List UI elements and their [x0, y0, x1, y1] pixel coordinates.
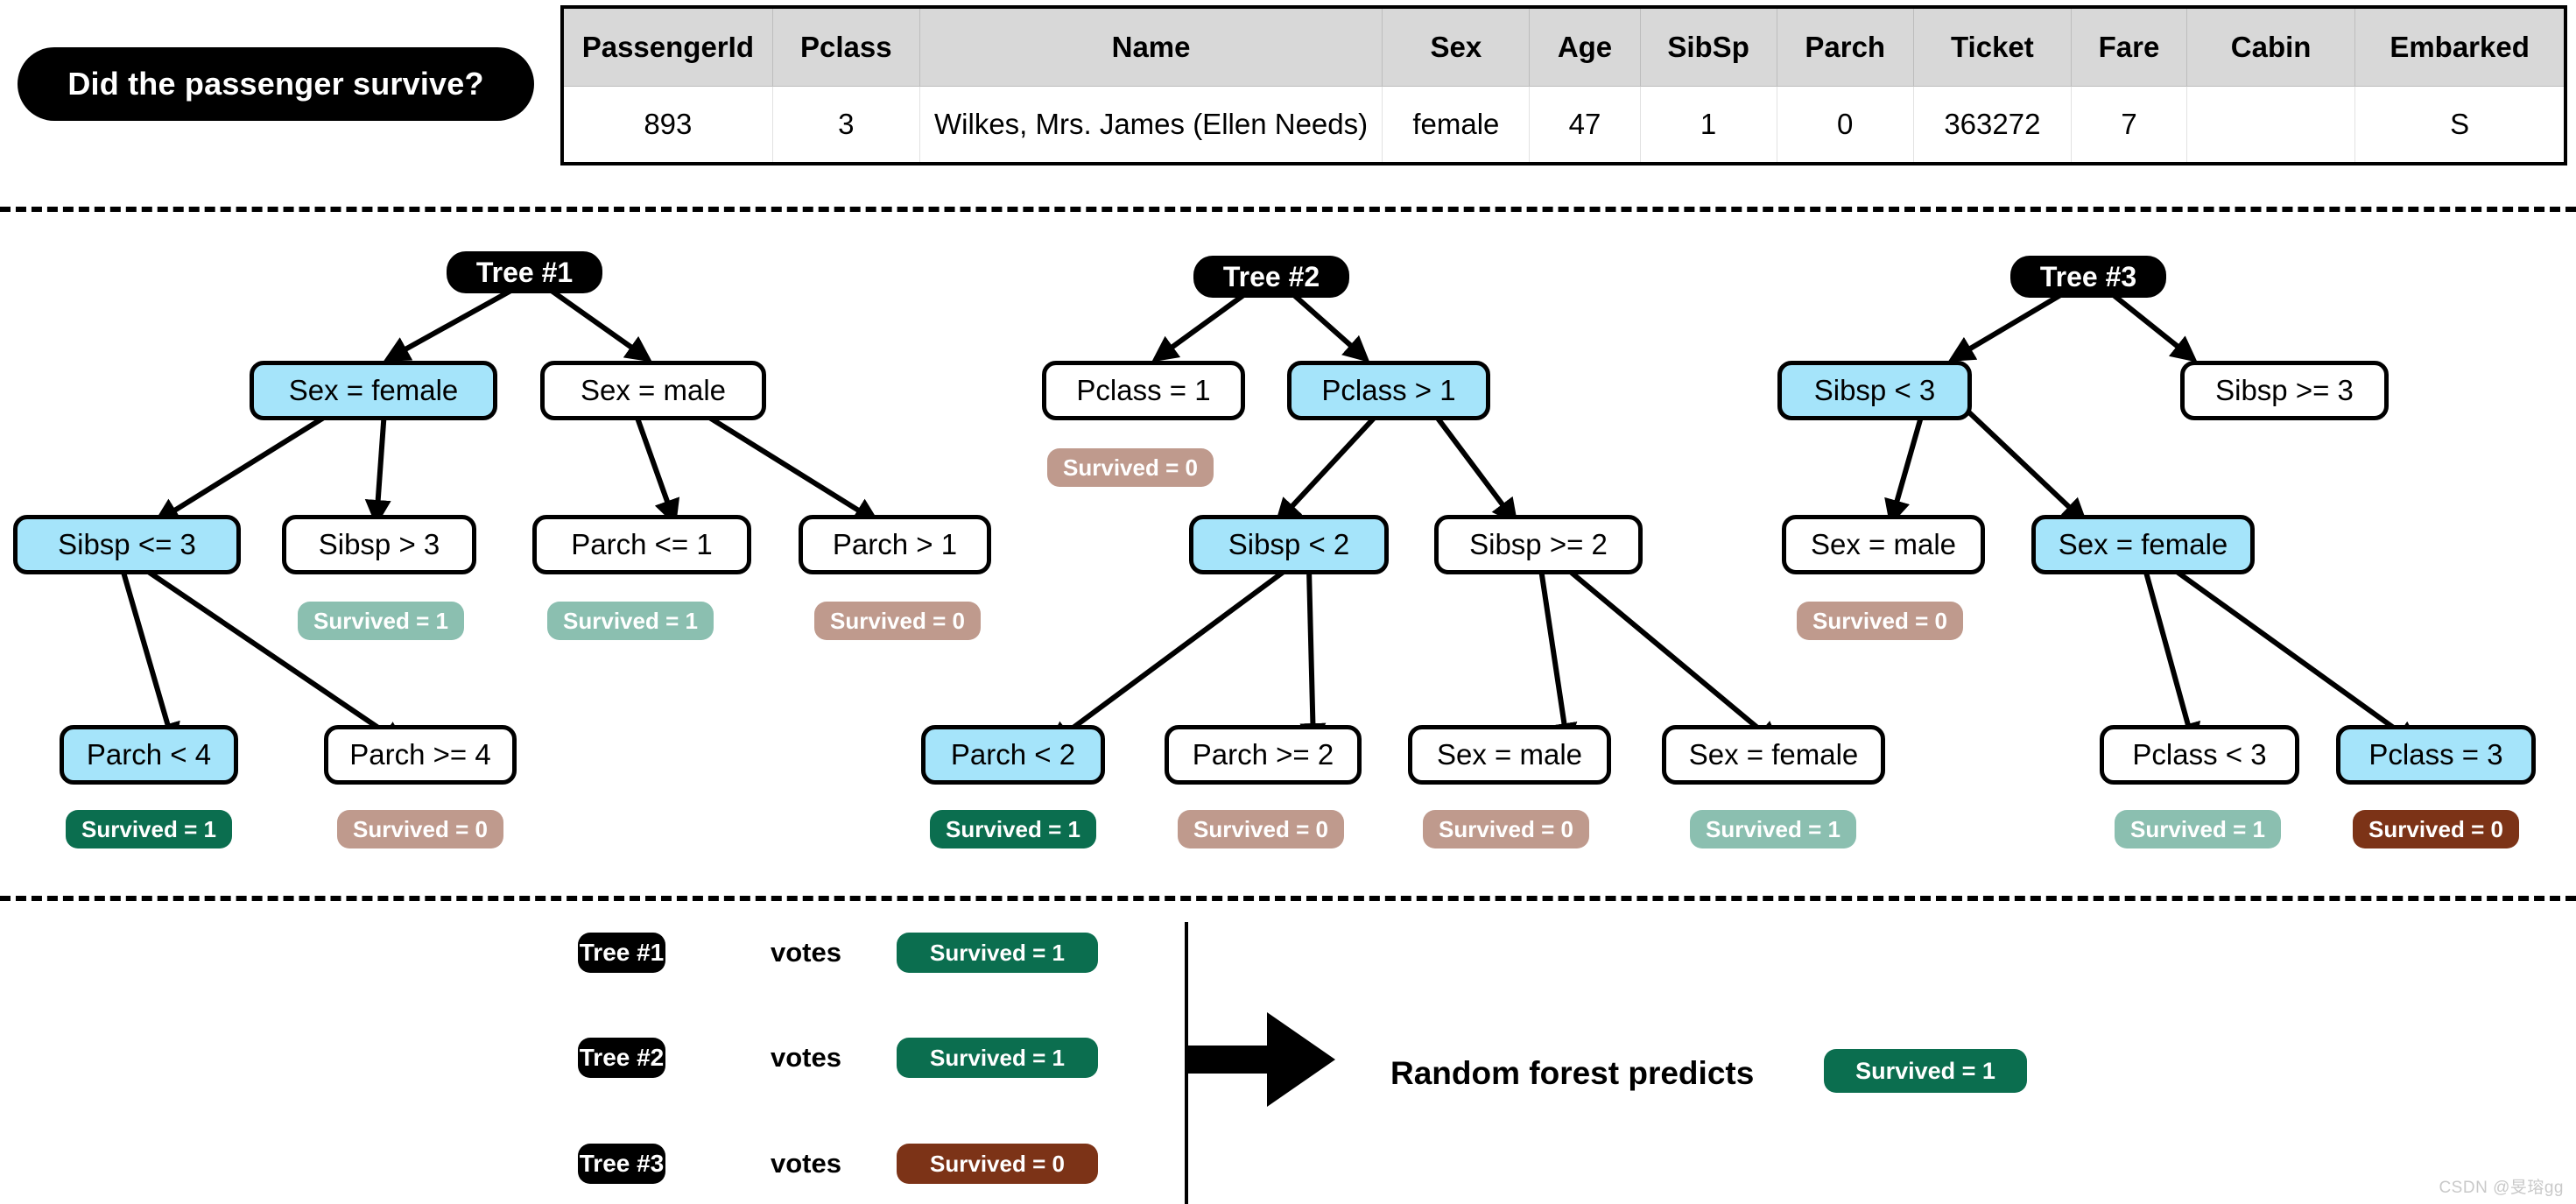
- tree1-leaf-parch-gte-4: Survived = 0: [337, 810, 503, 848]
- column-header-parch: Parch: [1776, 6, 1914, 87]
- tree2-node-pclass-eq-1[interactable]: Pclass = 1: [1042, 361, 1245, 420]
- tree2-node-sibsp-lt-2[interactable]: Sibsp < 2: [1189, 515, 1389, 574]
- column-header-name: Name: [918, 6, 1383, 87]
- tree3-node-sibsp-gte-3[interactable]: Sibsp >= 3: [2180, 361, 2389, 420]
- cell-pclass: 3: [771, 86, 920, 165]
- vote-row-3-word: votes: [771, 1148, 841, 1179]
- vote-row-3-result: Survived = 0: [897, 1144, 1098, 1184]
- column-header-passengerid: PassengerId: [561, 6, 773, 87]
- tree2-node-parch-lt-2[interactable]: Parch < 2: [921, 725, 1105, 785]
- tree2-node-sex-female[interactable]: Sex = female: [1662, 725, 1885, 785]
- vote-row-1-tree-pill: Tree #1: [578, 933, 665, 973]
- right-arrow-icon: [1185, 1012, 1335, 1107]
- column-header-pclass: Pclass: [771, 6, 920, 87]
- tree3-node-sibsp-lt-3[interactable]: Sibsp < 3: [1777, 361, 1972, 420]
- tree1-leaf-parch-lte-1: Survived = 1: [547, 602, 714, 640]
- column-header-cabin: Cabin: [2186, 6, 2356, 87]
- tree3-leaf-pclass-lt-3: Survived = 1: [2115, 810, 2281, 848]
- tree1-leaf-parch-gt-1: Survived = 0: [814, 602, 981, 640]
- tree3-node-sex-female[interactable]: Sex = female: [2031, 515, 2255, 574]
- watermark: CSDN @旻瑢gg: [2439, 1179, 2564, 1197]
- tree2-leaf-parch-lt-2: Survived = 1: [930, 810, 1096, 848]
- tree3-leaf-sex-male: Survived = 0: [1797, 602, 1963, 640]
- cell-name: Wilkes, Mrs. James (Ellen Needs): [918, 86, 1383, 165]
- table-header-row: PassengerId Pclass Name Sex Age SibSp Pa…: [561, 6, 2566, 87]
- prediction-result-badge: Survived = 1: [1824, 1049, 2027, 1093]
- cell-passengerid: 893: [561, 86, 773, 165]
- table-row: 893 3 Wilkes, Mrs. James (Ellen Needs) f…: [561, 86, 2566, 165]
- tree3-node-pclass-lt-3[interactable]: Pclass < 3: [2100, 725, 2299, 785]
- tree2-node-sex-male[interactable]: Sex = male: [1408, 725, 1611, 785]
- tree1-node-parch-lt-4[interactable]: Parch < 4: [60, 725, 238, 785]
- passenger-table: PassengerId Pclass Name Sex Age SibSp Pa…: [560, 5, 2567, 165]
- column-header-sex: Sex: [1382, 6, 1531, 87]
- tree2-node-parch-gte-2[interactable]: Parch >= 2: [1165, 725, 1362, 785]
- tree1-node-parch-lte-1[interactable]: Parch <= 1: [532, 515, 751, 574]
- tree2-node-pclass-gt-1[interactable]: Pclass > 1: [1287, 361, 1490, 420]
- tree1-leaf-parch-lt-4: Survived = 1: [66, 810, 232, 848]
- divider-bottom: [0, 896, 2576, 901]
- tree2-leaf-sex-male: Survived = 0: [1423, 810, 1589, 848]
- vote-row-2-result: Survived = 1: [897, 1038, 1098, 1078]
- cell-parch: 0: [1776, 86, 1914, 165]
- vote-row-2-tree-pill: Tree #2: [578, 1038, 665, 1078]
- cell-fare: 7: [2070, 86, 2188, 165]
- tree1-node-sibsp-lte-3[interactable]: Sibsp <= 3: [13, 515, 241, 574]
- cell-embarked: S: [2354, 86, 2566, 165]
- cell-cabin: [2186, 86, 2356, 165]
- vote-row-1-word: votes: [771, 937, 841, 968]
- cell-sex: female: [1382, 86, 1531, 165]
- tree1-node-sex-male[interactable]: Sex = male: [540, 361, 766, 420]
- tree1-leaf-sibsp-gt-3: Survived = 1: [298, 602, 464, 640]
- prediction-label: Random forest predicts: [1390, 1055, 1755, 1091]
- tree3-node-pclass-eq-3[interactable]: Pclass = 3: [2336, 725, 2536, 785]
- vote-row-1-result: Survived = 1: [897, 933, 1098, 973]
- question-pill: Did the passenger survive?: [18, 47, 534, 121]
- cell-sibsp: 1: [1639, 86, 1777, 165]
- tree1-node-parch-gte-4[interactable]: Parch >= 4: [324, 725, 517, 785]
- tree1-node-sibsp-gt-3[interactable]: Sibsp > 3: [282, 515, 476, 574]
- tree2-leaf-pclass-eq-1: Survived = 0: [1047, 448, 1214, 487]
- tree2-node-sibsp-gte-2[interactable]: Sibsp >= 2: [1434, 515, 1643, 574]
- divider-top: [0, 207, 2576, 212]
- tree1-node-sex-female[interactable]: Sex = female: [250, 361, 497, 420]
- column-header-age: Age: [1529, 6, 1641, 87]
- tree3-node-sex-male[interactable]: Sex = male: [1782, 515, 1985, 574]
- tree1-root[interactable]: Tree #1: [447, 251, 602, 293]
- tree1-node-parch-gt-1[interactable]: Parch > 1: [799, 515, 991, 574]
- column-header-sibsp: SibSp: [1639, 6, 1777, 87]
- tree2-leaf-sex-female: Survived = 1: [1690, 810, 1856, 848]
- tree3-root[interactable]: Tree #3: [2010, 256, 2166, 298]
- cell-age: 47: [1529, 86, 1641, 165]
- tree3-leaf-pclass-eq-3: Survived = 0: [2353, 810, 2519, 848]
- column-header-fare: Fare: [2070, 6, 2188, 87]
- tree2-root[interactable]: Tree #2: [1193, 256, 1349, 298]
- column-header-embarked: Embarked: [2354, 6, 2566, 87]
- column-header-ticket: Ticket: [1912, 6, 2072, 87]
- tree2-leaf-parch-gte-2: Survived = 0: [1178, 810, 1344, 848]
- vote-row-3-tree-pill: Tree #3: [578, 1144, 665, 1184]
- vote-row-2-word: votes: [771, 1042, 841, 1073]
- cell-ticket: 363272: [1912, 86, 2072, 165]
